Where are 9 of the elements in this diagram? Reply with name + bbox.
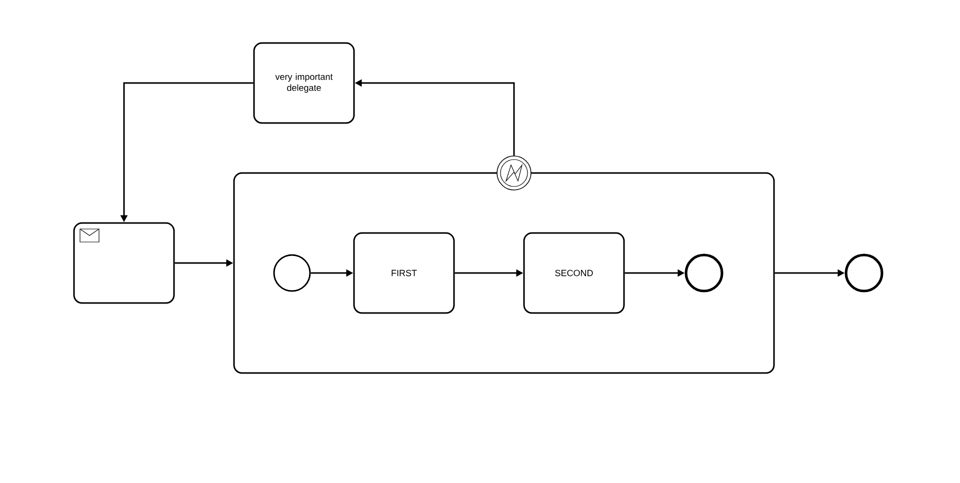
task-box: SECOND [523, 232, 625, 314]
subprocess-box [233, 172, 775, 374]
message-task-box [73, 222, 175, 304]
start-event [273, 254, 311, 292]
task-box: FIRST [353, 232, 455, 314]
end-event [844, 254, 884, 292]
boundary-event [496, 156, 532, 190]
end-event [684, 254, 724, 292]
task-box: very important delegate [253, 42, 355, 124]
